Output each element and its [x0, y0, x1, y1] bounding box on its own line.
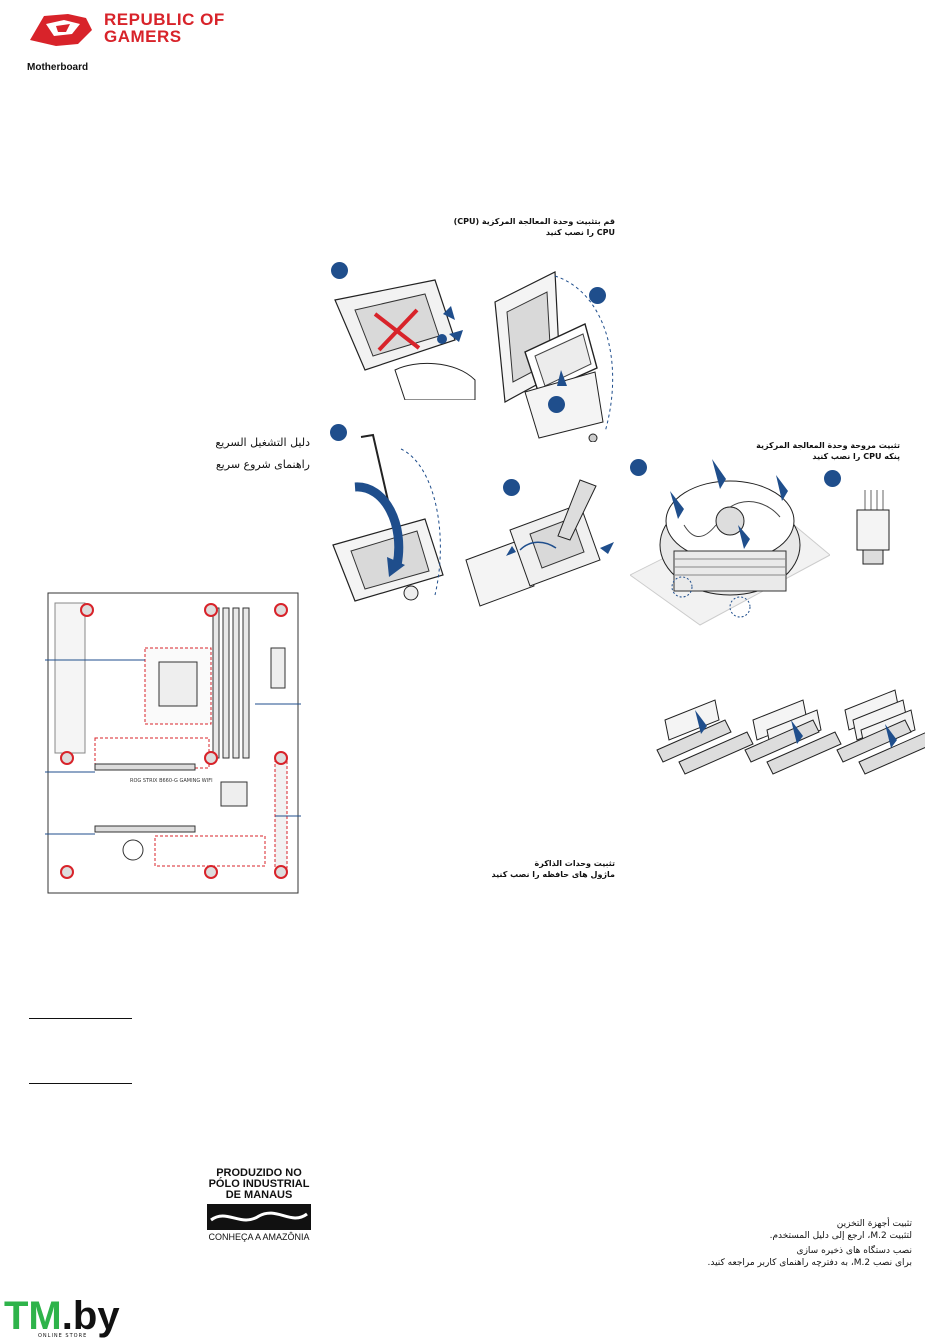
watermark-subtitle: ONLINE STORE — [38, 1333, 88, 1339]
storage-title-arabic: تثبيت أجهزة التخزين — [836, 1219, 912, 1229]
manaus-line2: PÓLO INDUSTRIAL — [208, 1178, 310, 1190]
storage-body-arabic: لتثبيت M.2، ارجع إلى دليل المستخدم. — [769, 1231, 912, 1241]
cpu-section-caption: قم بتثبيت وحدة المعالجة المركزية (CPU) C… — [430, 216, 615, 238]
cooler-caption-persian: پنكه CPU را نصب كنيد — [812, 452, 900, 461]
divider-rule-2 — [29, 1083, 132, 1084]
cpu-step-close-lever-illustration — [332, 433, 444, 602]
tmby-watermark: TM.by — [4, 1296, 120, 1344]
memory-install-illustration — [656, 689, 925, 775]
thermal-paste-illustration — [465, 479, 614, 607]
step-marker-2 — [589, 287, 606, 304]
manaus-logo: PRODUZIDO NO PÓLO INDUSTRIAL DE MANAUS C… — [205, 1168, 313, 1242]
step-marker-cooler-2 — [824, 470, 841, 487]
manaus-tagline: CONHEÇA A AMAZÔNIA — [208, 1232, 310, 1242]
step-marker-1b — [437, 334, 447, 344]
brand-name: REPUBLIC OF GAMERS — [104, 11, 225, 45]
divider-rule-1 — [29, 1018, 132, 1019]
brand-line2: GAMERS — [104, 27, 182, 46]
memory-caption-arabic: تثبيت وحدات الذاكرة — [534, 859, 615, 868]
cpu-step-open-socket-illustration — [334, 279, 476, 400]
fan-header-connector-illustration — [856, 490, 890, 565]
motherboard-layout-diagram — [45, 592, 301, 894]
cooler-caption-arabic: تثبيت مروحة وحدة المعالجة المركزية — [756, 441, 900, 450]
product-type-label: Motherboard — [27, 62, 89, 73]
rog-eye-logo-icon — [30, 14, 92, 46]
step-marker-4 — [330, 424, 347, 441]
storage-title-persian: نصب دستگاه های ذخیره سازی — [796, 1246, 912, 1256]
storage-body-persian: برای نصب M.2، به دفترچه راهنمای کاربر مر… — [707, 1258, 913, 1268]
river-wave-icon — [207, 1204, 311, 1230]
brand-line1: REPUBLIC OF — [104, 10, 225, 29]
step-marker-3 — [548, 396, 565, 413]
cpu-caption-persian: CPU را نصب كنيد — [545, 228, 615, 237]
watermark-by: .by — [61, 1294, 120, 1338]
cpu-caption-arabic: قم بتثبيت وحدة المعالجة المركزية (CPU) — [453, 217, 615, 226]
manaus-line1: PRODUZIDO NO — [216, 1167, 302, 1179]
guide-title-persian: راهنمای شروع سریع — [215, 458, 310, 471]
cooler-section-caption: تثبيت مروحة وحدة المعالجة المركزية پنكه … — [720, 440, 900, 462]
memory-section-caption: تثبيت وحدات الذاكرة ماژول های حافظه را ن… — [440, 858, 615, 880]
guide-title-arabic: دليل التشغيل السريع — [215, 436, 310, 449]
storage-section: تثبيت أجهزة التخزين لتثبيت M.2، ارجع إلى… — [640, 1218, 913, 1269]
cpu-step-insert-cpu-illustration — [494, 271, 614, 442]
step-marker-1 — [331, 262, 348, 279]
watermark-tm: TM — [4, 1294, 62, 1338]
board-model-label: ROG STRIX B660-G GAMING WIFI — [130, 778, 213, 784]
manaus-line3: DE MANAUS — [225, 1189, 293, 1201]
memory-caption-persian: ماژول های حافظه را نصب كنيد — [491, 870, 615, 879]
cpu-cooler-illustration — [630, 459, 830, 626]
step-marker-cooler-1 — [630, 459, 647, 476]
step-marker-paste — [503, 479, 520, 496]
